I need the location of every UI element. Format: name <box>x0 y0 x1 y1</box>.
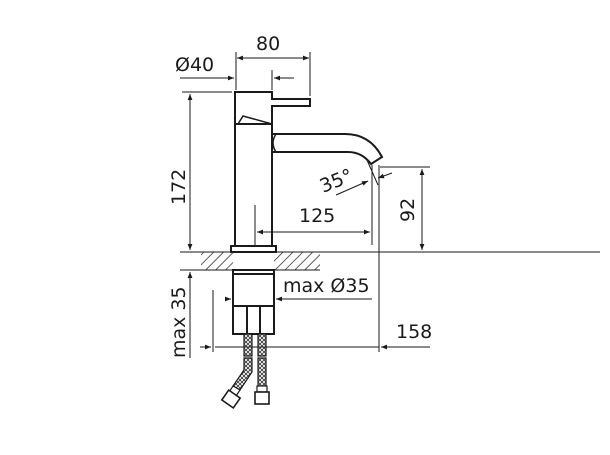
dim-top-width: 80 <box>256 33 280 55</box>
dimension-lines <box>180 52 430 358</box>
dim-thread-max: max Ø35 <box>283 275 370 297</box>
countertop <box>180 251 600 271</box>
dim-angle: 35° <box>317 165 356 198</box>
dim-reach: 125 <box>299 205 335 227</box>
dimension-labels: 80 Ø40 172 35° 125 92 max Ø35 max 35 158 <box>168 33 432 358</box>
supply-hoses <box>220 333 270 410</box>
dim-mount-max: max 35 <box>168 286 190 358</box>
dim-body-diameter: Ø40 <box>175 54 214 76</box>
dim-height: 172 <box>168 169 190 205</box>
faucet-body <box>230 91 384 253</box>
dim-spout-height: 92 <box>397 198 419 222</box>
mounting-thread <box>232 269 275 335</box>
dim-total-depth: 158 <box>396 321 432 343</box>
